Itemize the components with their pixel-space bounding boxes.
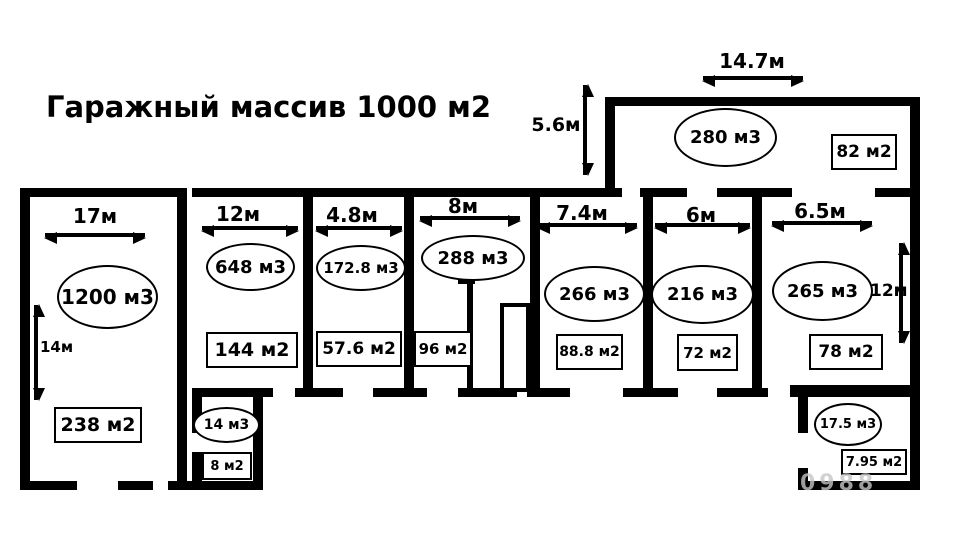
volume-label: 1200 м3 bbox=[61, 285, 154, 309]
wall bbox=[643, 188, 653, 397]
area-badge-room-3: 57.6 м2 bbox=[316, 331, 402, 367]
width-label-room-4: 8м bbox=[447, 194, 479, 218]
wall bbox=[168, 481, 263, 490]
area-label: 78 м2 bbox=[818, 342, 874, 362]
area-badge-room-2: 144 м2 bbox=[206, 332, 298, 368]
wall bbox=[373, 388, 427, 397]
wall bbox=[605, 97, 615, 192]
wall bbox=[192, 388, 202, 433]
volume-label: 265 м3 bbox=[786, 280, 859, 302]
width-label-room-2: 12м bbox=[215, 202, 261, 226]
volume-label: 266 м3 bbox=[558, 283, 631, 305]
wall bbox=[404, 188, 414, 397]
wall bbox=[20, 188, 30, 490]
volume-badge-storage-left: 14 м3 bbox=[193, 407, 260, 443]
width-arrow-room-3 bbox=[315, 225, 403, 237]
wall bbox=[798, 481, 920, 490]
volume-badge-room-3: 172.8 м3 bbox=[316, 245, 406, 291]
width-arrow-room-7 bbox=[771, 220, 873, 232]
area-badge-storage-right: 7.95 м2 bbox=[841, 449, 907, 475]
volume-label: 280 м3 bbox=[689, 127, 762, 148]
height-arrow-room-top bbox=[582, 84, 594, 176]
wall bbox=[605, 97, 920, 106]
area-label: 238 м2 bbox=[60, 414, 136, 436]
width-label-room-3: 4.8м bbox=[326, 203, 378, 227]
wall bbox=[177, 188, 187, 490]
area-label: 7.95 м2 bbox=[845, 454, 903, 470]
volume-badge-room-5: 266 м3 bbox=[544, 266, 645, 322]
height-label-room-1: 14м bbox=[40, 338, 74, 356]
area-label: 72 м2 bbox=[683, 343, 732, 362]
area-badge-room-top: 82 м2 bbox=[831, 134, 897, 170]
door-leaf bbox=[500, 303, 530, 392]
wall bbox=[527, 388, 570, 397]
wall bbox=[640, 188, 687, 197]
volume-badge-storage-right: 17.5 м3 bbox=[814, 403, 882, 446]
height-label-room-top: 5.6м bbox=[531, 114, 581, 136]
area-label: 82 м2 bbox=[836, 142, 892, 162]
width-arrow-room-1 bbox=[44, 232, 146, 244]
wall bbox=[798, 468, 808, 490]
volume-badge-room-7: 265 м3 bbox=[772, 261, 873, 321]
wall bbox=[192, 452, 202, 490]
wall bbox=[20, 188, 187, 197]
width-arrow-room-top bbox=[702, 75, 804, 87]
height-arrow-room-1 bbox=[33, 304, 45, 401]
volume-label: 172.8 м3 bbox=[323, 259, 399, 277]
area-badge-room-7: 78 м2 bbox=[809, 334, 883, 370]
volume-badge-room-6: 216 м3 bbox=[651, 265, 754, 324]
area-badge-room-5: 88.8 м2 bbox=[556, 334, 623, 370]
wall bbox=[303, 188, 313, 397]
partition-wall bbox=[458, 278, 475, 284]
wall bbox=[798, 397, 808, 433]
area-badge-room-6: 72 м2 bbox=[677, 334, 738, 371]
height-label-room-7: 12м bbox=[870, 281, 908, 301]
wall bbox=[118, 481, 153, 490]
width-arrow-room-2 bbox=[201, 225, 299, 237]
volume-label: 648 м3 bbox=[214, 256, 287, 278]
height-arrow-room-7 bbox=[898, 242, 910, 344]
wall bbox=[530, 188, 540, 397]
wall bbox=[752, 188, 762, 397]
width-label-room-top: 14.7м bbox=[719, 49, 785, 73]
wall bbox=[790, 385, 920, 397]
width-label-room-7: 6.5м bbox=[794, 199, 846, 223]
volume-label: 14 м3 bbox=[203, 417, 250, 433]
wall bbox=[295, 388, 343, 397]
area-label: 57.6 м2 bbox=[322, 339, 396, 359]
wall bbox=[623, 388, 678, 397]
area-label: 144 м2 bbox=[214, 339, 290, 361]
volume-badge-room-4: 288 м3 bbox=[421, 235, 525, 281]
volume-label: 216 м3 bbox=[666, 284, 739, 305]
area-label: 96 м2 bbox=[418, 340, 468, 358]
width-arrow-room-4 bbox=[419, 215, 521, 227]
wall bbox=[20, 481, 77, 490]
area-badge-room-4: 96 м2 bbox=[414, 331, 472, 367]
wall bbox=[875, 188, 920, 197]
width-arrow-room-6 bbox=[654, 222, 751, 234]
area-badge-room-1: 238 м2 bbox=[54, 407, 142, 443]
volume-label: 288 м3 bbox=[437, 247, 509, 269]
wall bbox=[195, 388, 273, 397]
wall bbox=[458, 388, 517, 397]
volume-badge-room-1: 1200 м3 bbox=[57, 265, 158, 329]
area-badge-storage-left: 8 м2 bbox=[202, 452, 252, 480]
page-title: Гаражный массив 1000 м2 bbox=[46, 90, 492, 124]
wall bbox=[253, 388, 263, 490]
watermark: 0988 bbox=[800, 471, 878, 496]
volume-label: 17.5 м3 bbox=[819, 417, 877, 432]
wall bbox=[910, 97, 920, 490]
wall bbox=[717, 388, 768, 397]
width-label-room-1: 17м bbox=[72, 204, 118, 228]
area-label: 8 м2 bbox=[210, 458, 244, 474]
volume-badge-room-2: 648 м3 bbox=[206, 243, 295, 291]
width-label-room-5: 7.4м bbox=[556, 201, 608, 225]
volume-badge-room-top: 280 м3 bbox=[674, 108, 777, 167]
area-label: 88.8 м2 bbox=[559, 344, 620, 360]
width-arrow-room-5 bbox=[537, 222, 638, 234]
